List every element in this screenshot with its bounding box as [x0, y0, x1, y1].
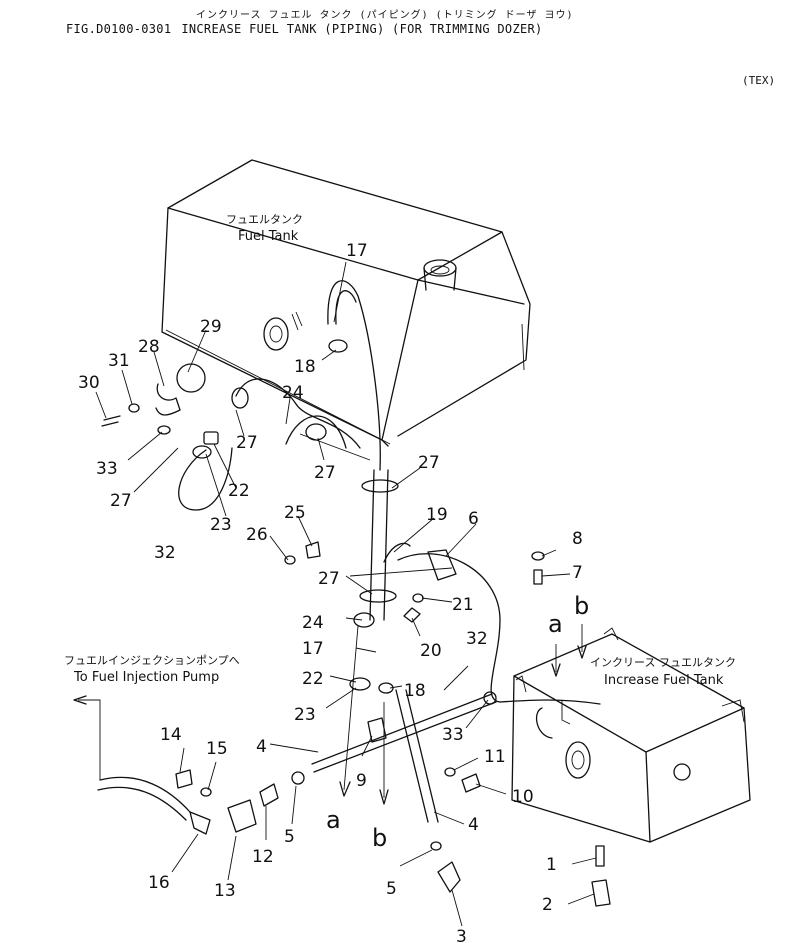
callout-numbers: 17 18 29 28 31 30 33 27 32 23 22 27 24 2… — [78, 241, 583, 943]
callout-16: 16 — [148, 873, 170, 893]
figure-code: FIG.D0100-0301 — [66, 22, 172, 36]
callout-29: 29 — [200, 317, 222, 337]
ref-a-lower: a — [326, 806, 341, 834]
callout-4-right: 4 — [468, 815, 479, 835]
callout-8: 8 — [572, 529, 583, 549]
callout-17-upper: 17 — [346, 241, 368, 261]
callout-24-lower: 24 — [302, 613, 324, 633]
callout-18-lower: 18 — [404, 681, 426, 701]
increase-fuel-tank — [511, 627, 751, 843]
callout-33-left: 33 — [96, 459, 118, 479]
fuel-tank-label: Fuel Tank — [238, 229, 299, 244]
callout-27-right: 27 — [314, 463, 336, 483]
callout-21: 21 — [452, 595, 474, 615]
callout-23-upper: 23 — [210, 515, 232, 535]
injection-pump-label-jp: フュエルインジェクションポンプへ — [64, 654, 240, 667]
callout-20: 20 — [420, 641, 442, 661]
callout-14: 14 — [160, 725, 182, 745]
callout-24-upper: 24 — [282, 383, 304, 403]
callout-18-upper: 18 — [294, 357, 316, 377]
callout-25: 25 — [284, 503, 306, 523]
increase-tank-label-jp: インクリース フュエルタンク — [590, 656, 736, 669]
injection-pump-label: To Fuel Injection Pump — [73, 670, 219, 685]
fuel-tank — [161, 159, 531, 447]
diagram-title-japanese: インクリース フュエル タンク (パイピング) (トリミング ドーザ ヨウ) — [196, 10, 574, 21]
callout-31: 31 — [108, 351, 130, 371]
callout-33-right: 33 — [442, 725, 464, 745]
ref-a-upper: a — [548, 610, 563, 638]
callout-30: 30 — [78, 373, 100, 393]
callout-5-left: 5 — [284, 827, 295, 847]
callout-32-right: 32 — [466, 629, 488, 649]
callout-27-left: 27 — [110, 491, 132, 511]
fittings — [101, 339, 611, 907]
callout-3: 3 — [456, 927, 467, 943]
callout-2: 2 — [542, 895, 553, 915]
model-code: (TEX) — [742, 74, 776, 87]
callout-28: 28 — [138, 337, 160, 357]
callout-27-lower: 27 — [318, 569, 340, 589]
callout-23-lower: 23 — [294, 705, 316, 725]
callout-32-left: 32 — [154, 543, 176, 563]
callout-7: 7 — [572, 563, 583, 583]
leader-lines — [73, 261, 597, 927]
fuel-tank-label-jp: フュエルタンク — [226, 213, 303, 226]
callout-19: 19 — [426, 505, 448, 525]
callout-15: 15 — [206, 739, 228, 759]
callout-27-riser: 27 — [418, 453, 440, 473]
increase-tank-label: Increase Fuel Tank — [604, 673, 724, 688]
callout-22-upper: 22 — [228, 481, 250, 501]
ref-b-lower: b — [372, 824, 387, 852]
callout-11: 11 — [484, 747, 506, 767]
ref-b-upper: b — [574, 592, 589, 620]
callout-1: 1 — [546, 855, 557, 875]
callout-26: 26 — [246, 525, 268, 545]
callout-17-lower: 17 — [302, 639, 324, 659]
callout-10: 10 — [512, 787, 534, 807]
callout-9: 9 — [356, 771, 367, 791]
callout-27-mid: 27 — [236, 433, 258, 453]
callout-12: 12 — [252, 847, 274, 867]
figure-heading: FIG.D0100-0301 INCREASE FUEL TANK (PIPING… — [66, 22, 543, 36]
callout-13: 13 — [214, 881, 236, 901]
piping — [97, 280, 601, 823]
callout-4-left: 4 — [256, 737, 267, 757]
callout-22-lower: 22 — [302, 669, 324, 689]
figure-title: INCREASE FUEL TANK (PIPING) (FOR TRIMMIN… — [181, 22, 543, 36]
callout-6: 6 — [468, 509, 479, 529]
callout-5-right: 5 — [386, 879, 397, 899]
